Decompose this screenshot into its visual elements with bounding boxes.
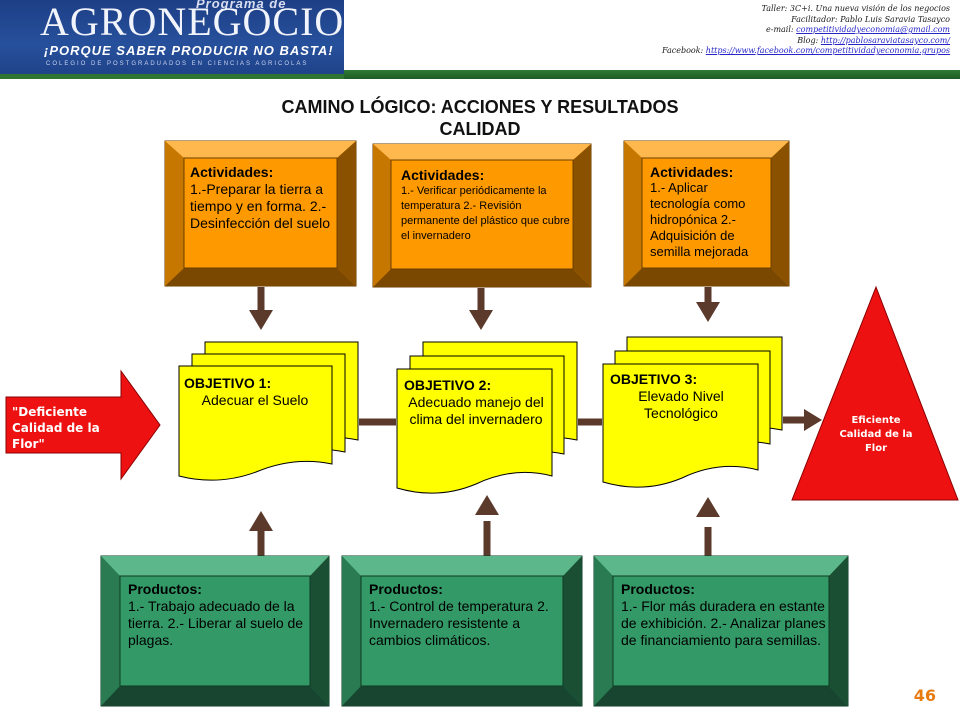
objective-text-3: OBJETIVO 3: Elevado Nivel Tecnológico [610,371,752,422]
objective-body-3: Elevado Nivel Tecnológico [638,388,724,421]
activity-text-3: Actividades: 1.- Aplicar tecnología como… [650,164,770,268]
logo-name: AGRONEGOCIOS [40,0,344,44]
product-heading-2: Productos: [369,581,443,597]
activity-heading-1: Actividades: [190,164,274,180]
product-box-2 [341,555,583,707]
header-info: Taller: 3C+i. Una nueva visión de los ne… [530,4,950,57]
slide-title: CAMINO LÓGICO: ACCIONES Y RESULTADOS CAL… [180,96,780,140]
activity-heading-2: Actividades: [401,167,485,183]
activity-body-3: 1.- Aplicar tecnología como hidropónica … [650,180,749,259]
header-green-band-left [0,74,344,79]
objective-connector-3-end [783,409,822,431]
product-box-1 [100,555,330,707]
activity-text-2: Actividades: 1.- Verificar periódicament… [401,166,571,269]
product-text-1: Productos: 1.- Trabajo adecuado de la ti… [128,581,308,687]
product-connector-2 [475,495,499,556]
header-green-band [344,70,960,79]
activity-text-1: Actividades: 1.-Preparar la tierra a tie… [190,164,336,268]
facebook-label: Facebook: [661,46,706,55]
objective-document-1 [178,341,359,481]
activity-box-1 [164,140,357,287]
objective-document-3 [602,336,783,488]
workshop-line: Taller: 3C+i. Una nueva visión de los ne… [761,4,951,13]
objective-heading-1: OBJETIVO 1: [184,375,272,391]
activity-body-1: 1.-Preparar la tierra a tiempo y en form… [190,181,331,231]
logo-college: COLEGIO DE POSTGRADUADOS EN CIENCIAS AGR… [46,61,309,67]
product-heading-3: Productos: [621,581,695,597]
email-link[interactable]: competitividadyeconomia@gmail.com [796,25,950,34]
email-line: e-mail: competitividadyeconomia@gmail.co… [530,25,950,36]
logo-program-text: Programa de [196,0,287,11]
product-body-2: 1.- Control de temperatura 2. Invernader… [369,598,549,648]
facebook-line: Facebook: https://www.facebook.com/compe… [530,46,950,57]
title-line-2: CALIDAD [439,119,521,139]
activity-body-2: 1.- Verificar periódicamente la temperat… [401,185,570,242]
activity-connector-3 [696,287,720,322]
product-body-3: 1.- Flor más duradera en estante de exhi… [621,598,826,648]
activity-heading-3: Actividades: [650,164,734,180]
facebook-link[interactable]: https://www.facebook.com/competitividady… [705,46,950,55]
email-label: e-mail: [766,25,797,34]
objective-heading-2: OBJETIVO 2: [404,377,492,393]
blog-label: Blog: [797,35,821,45]
objective-body-1: Adecuar el Suelo [201,392,309,408]
agronegocios-logo: Programa de AGRONEGOCIOS ¡PORQUE SABER P… [0,0,344,74]
objective-document-2 [396,341,578,494]
objective-text-2: OBJETIVO 2: Adecuado manejo del clima de… [404,377,548,428]
start-arrow-shape [5,369,161,481]
objective-body-2: Adecuado manejo del clima del invernader… [408,394,544,427]
page-number: 46 [913,686,936,705]
activity-box-3 [623,140,790,287]
objective-heading-3: OBJETIVO 3: [610,371,698,387]
activity-box-2 [372,143,592,288]
activity-connector-2 [469,288,493,330]
blog-link[interactable]: http://pablosaraviatasayco.com/ [820,35,950,45]
end-triangle-shape [791,285,959,501]
product-text-2: Productos: 1.- Control de temperatura 2.… [369,581,561,687]
product-box-3 [593,555,849,707]
product-body-1: 1.- Trabajo adecuado de la tierra. 2.- L… [128,598,304,648]
objective-text-1: OBJETIVO 1: Adecuar el Suelo [184,375,326,409]
product-connector-1 [249,511,273,556]
product-text-3: Productos: 1.- Flor más duradera en esta… [621,581,827,693]
product-connector-3 [696,497,720,556]
blog-line: Blog: http://pablosaraviatasayco.com/ [530,36,950,47]
title-line-1: CAMINO LÓGICO: ACCIONES Y RESULTADOS [281,97,679,117]
facilitator-line: Facilitador: Pablo Luis Saravia Tasayco [791,14,950,24]
logo-slogan: ¡PORQUE SABER PRODUCIR NO BASTA! [44,43,334,58]
activity-connector-1 [249,287,273,330]
start-label: "Deficiente Calidad de la Flor" [12,405,100,451]
product-heading-1: Productos: [128,581,202,597]
end-label: Eficiente Calidad de la Flor [839,415,913,454]
